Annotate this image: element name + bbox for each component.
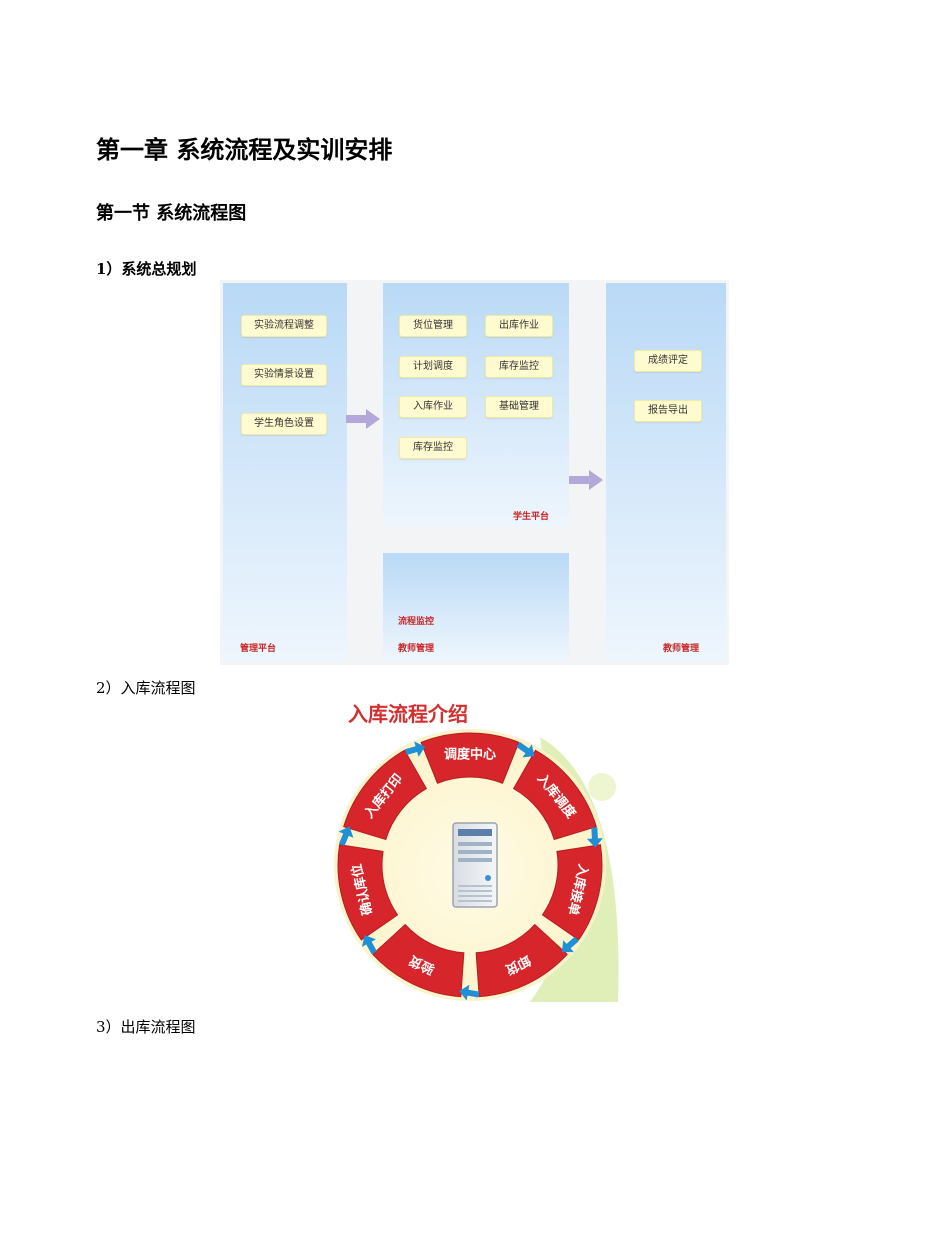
teacher-manage-label-right: 教师管理 <box>663 644 700 654</box>
item-label-inbound-flow: 2）入库流程图 <box>96 679 196 697</box>
result-box-2: 报告导出 <box>634 400 702 422</box>
admin-platform-label: 管理平台 <box>240 644 277 654</box>
chapter-title: 第一章 系统流程及实训安排 <box>96 135 393 164</box>
cycle-step-segment <box>475 923 568 998</box>
cycle-step-segment <box>337 844 399 941</box>
admin-box-2: 实验情景设置 <box>241 364 327 386</box>
cycle-step-segment <box>512 749 597 841</box>
server-tower-icon <box>452 822 498 908</box>
student-box-3: 计划调度 <box>399 356 467 378</box>
flow-arrow-icon <box>361 935 377 955</box>
student-box-2: 出库作业 <box>485 315 553 337</box>
teacher-result-column <box>606 283 726 661</box>
student-box-6: 基础管理 <box>485 396 553 418</box>
cycle-step-segment <box>372 923 465 998</box>
teacher-manage-label-mid: 教师管理 <box>398 644 435 654</box>
admin-box-1: 实验流程调整 <box>241 315 327 337</box>
inbound-diagram-title: 入库流程介绍 <box>348 702 468 726</box>
flow-arrow-icon <box>338 826 354 846</box>
student-platform-label: 学生平台 <box>513 512 550 522</box>
cycle-step-segment <box>343 749 428 841</box>
right-arrow-icon <box>569 470 603 490</box>
student-box-7: 库存监控 <box>399 437 467 459</box>
right-arrow-icon <box>346 409 380 429</box>
section-title: 第一节 系统流程图 <box>96 203 247 224</box>
process-monitor-label: 流程监控 <box>398 617 435 627</box>
flow-arrow-icon <box>516 741 535 758</box>
cycle-step-segment <box>420 732 520 784</box>
system-plan-diagram: 实验流程调整 实验情景设置 学生角色设置 管理平台 货位管理 出库作业 计划调度… <box>220 280 729 665</box>
admin-box-3: 学生角色设置 <box>241 413 327 435</box>
student-box-1: 货位管理 <box>399 315 467 337</box>
flow-arrow-icon <box>561 936 579 953</box>
cycle-step-label: 调度中心 <box>444 747 496 763</box>
result-box-1: 成绩评定 <box>634 350 702 372</box>
admin-platform-column <box>223 283 347 661</box>
decorative-bubble <box>588 773 616 801</box>
flow-arrow-icon <box>586 827 603 848</box>
flow-arrow-icon <box>459 984 480 1001</box>
cycle-step-segment <box>541 844 603 941</box>
student-box-5: 入库作业 <box>399 396 467 418</box>
flow-arrow-icon <box>404 741 426 757</box>
item-label-outbound-flow: 3）出库流程图 <box>96 1018 196 1036</box>
teacher-monitor-column <box>383 553 569 661</box>
student-box-4: 库存监控 <box>485 356 553 378</box>
inbound-flow-diagram: 入库流程介绍 调度中心入库调度入库接单卸货验货确认库位入库打印 <box>330 697 620 1005</box>
item-label-overall-plan: 1）系统总规划 <box>96 260 197 278</box>
